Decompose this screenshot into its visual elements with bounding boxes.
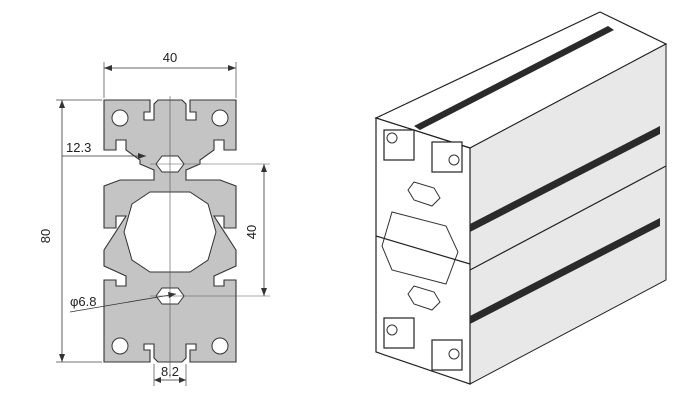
width-arrow-left	[104, 65, 112, 71]
height-arrow-top	[59, 100, 65, 108]
iso-hole-bl	[386, 324, 398, 336]
width-arrow-right	[228, 65, 236, 71]
spacing-arrow-bottom	[261, 288, 267, 296]
slot-offset-label: 12.3	[66, 140, 91, 155]
corner-hole-tr	[211, 109, 229, 127]
iso-center-cavity	[381, 211, 459, 285]
hole-diameter-label: φ6.8	[70, 294, 97, 309]
spacing-arrow-top	[261, 164, 267, 172]
iso-lower-core	[407, 285, 441, 311]
iso-hole-br	[448, 348, 460, 360]
iso-front-mid-line	[375, 235, 471, 265]
height-arrow-bottom	[59, 354, 65, 362]
isometric-view	[374, 11, 668, 385]
corner-hole-tl	[111, 109, 129, 127]
slot-arrow-right	[179, 377, 186, 383]
width-label: 40	[163, 50, 177, 65]
iso-hole-tr	[448, 154, 460, 166]
hole-leader-line	[69, 293, 177, 313]
spacing-label: 40	[244, 225, 259, 239]
cross-section-view: 40 80 12.3 40 φ6.8 8.2	[38, 50, 270, 386]
iso-front-corner-tr	[431, 141, 463, 173]
corner-hole-bl	[111, 337, 129, 355]
iso-hole-tl	[386, 132, 398, 144]
slot-arrow-left	[154, 377, 161, 383]
iso-side-groove-upper	[470, 126, 660, 232]
corner-hole-br	[211, 337, 229, 355]
iso-upper-core	[407, 181, 441, 207]
height-label: 80	[38, 229, 53, 243]
slot-offset-arrow	[138, 153, 146, 159]
slot-width-label: 8.2	[161, 364, 179, 379]
iso-side-mid-line	[469, 165, 667, 271]
iso-top-groove	[414, 26, 614, 130]
hole-leader-arrow	[168, 292, 176, 298]
iso-side-groove-lower	[470, 218, 660, 324]
